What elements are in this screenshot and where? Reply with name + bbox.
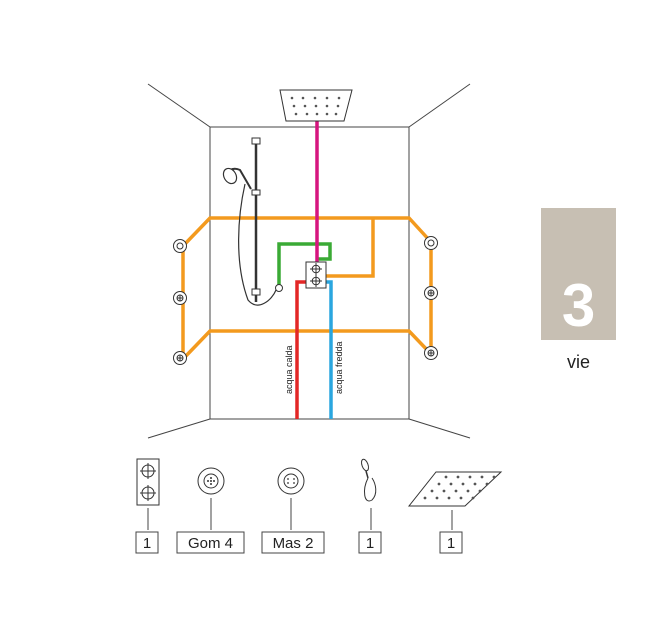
mixer-valve-icon: [305, 261, 327, 289]
legend-hand-shower-icon: [361, 458, 377, 502]
body-jet-icon: [173, 351, 187, 365]
ways-badge: 3: [541, 208, 616, 340]
qty-hand-shower: 1: [366, 535, 374, 552]
ways-count: 3: [561, 272, 596, 339]
legend-body-jet-icon: [197, 467, 225, 495]
quantity-boxes: [135, 531, 463, 554]
cold-pipe-label: acqua fredda: [334, 341, 344, 394]
body-jet-icon: [173, 291, 187, 305]
hot-pipe-label: acqua calda: [284, 345, 294, 394]
body-jet-icon: [424, 346, 438, 360]
legend-overhead-shower-icon: [407, 471, 503, 507]
body-jet-icon: [424, 286, 438, 300]
qty-mixer-valve: 1: [143, 535, 151, 552]
room-outline: [147, 83, 471, 439]
overhead-shower-icon: [279, 89, 353, 122]
qty-overhead-shower: 1: [447, 535, 455, 552]
qty-massage-jet: Mas 2: [273, 535, 314, 552]
hand-shower-set-icon: [222, 137, 283, 306]
hand-shower-pipe: [277, 242, 332, 288]
cold-pipe: [323, 280, 333, 419]
legend-connectors: [147, 498, 453, 530]
ways-caption: vie: [566, 352, 590, 372]
massage-jet-icon: [424, 236, 438, 250]
hot-pipe: [295, 280, 309, 419]
massage-jet-icon: [173, 239, 187, 253]
legend-mixer-valve-icon: [136, 458, 160, 506]
qty-body-jet: Gom 4: [188, 535, 233, 552]
legend-massage-jet-icon: [277, 467, 305, 495]
wall-jets: [173, 236, 438, 365]
